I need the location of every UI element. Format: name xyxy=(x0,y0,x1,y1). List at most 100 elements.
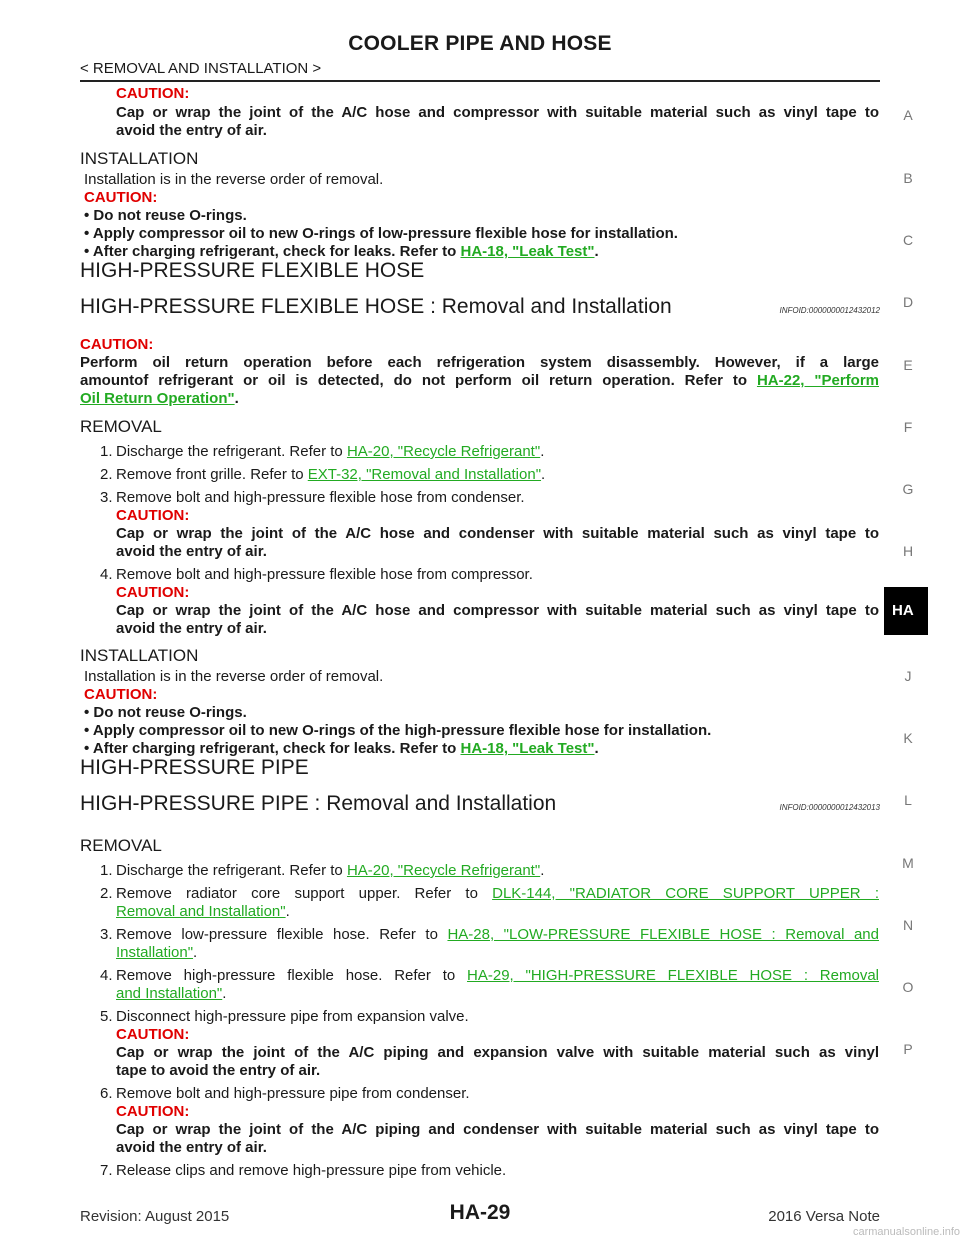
info-id: INFOID:0000000012432013 xyxy=(779,803,880,812)
caution-text: Oil Return Operation". xyxy=(80,390,239,407)
leak-test-link[interactable]: HA-18, "Leak Test" xyxy=(460,740,595,757)
breadcrumb: < REMOVAL AND INSTALLATION > xyxy=(80,60,322,77)
high-pressure-hose-link[interactable]: HA-29, "HIGH-PRESSURE FLEXIBLE HOSE : Re… xyxy=(467,967,879,984)
step-text: Remove radiator core support upper. Refe… xyxy=(116,885,879,902)
punct: . xyxy=(222,985,227,1002)
side-tab-b[interactable]: B xyxy=(903,170,913,186)
step-text: Removal and Installation". xyxy=(116,903,290,920)
side-tab-g[interactable]: G xyxy=(902,481,914,497)
step-text: Remove bolt and high-pressure flexible h… xyxy=(116,489,525,506)
high-pressure-hose-link[interactable]: and Installation" xyxy=(116,985,223,1002)
caution-label: CAUTION: xyxy=(116,1103,190,1120)
punct: . xyxy=(540,443,545,460)
oil-return-link[interactable]: Oil Return Operation" xyxy=(80,390,235,407)
caution-text: Cap or wrap the joint of the A/C hose an… xyxy=(116,104,879,121)
bullet-item: • Do not reuse O-rings. xyxy=(84,207,247,224)
step-text: Discharge the refrigerant. Refer to HA-2… xyxy=(116,862,544,879)
bullet-item: • After charging refrigerant, check for … xyxy=(84,740,599,757)
caution-label: CAUTION: xyxy=(84,686,158,703)
step-text: and Installation". xyxy=(116,985,226,1002)
step-number: 5. xyxy=(100,1008,113,1025)
step-text: Remove low-pressure flexible hose. Refer… xyxy=(116,926,879,943)
step-text: Release clips and remove high-pressure p… xyxy=(116,1162,507,1179)
caution-text: Cap or wrap the joint of the A/C piping … xyxy=(116,1121,879,1138)
step-text-part: Discharge the refrigerant. Refer to xyxy=(116,862,347,879)
leak-test-link[interactable]: HA-18, "Leak Test" xyxy=(460,243,595,260)
caution-text: Cap or wrap the joint of the A/C hose an… xyxy=(116,525,879,542)
bullet-item: • Apply compressor oil to new O-rings of… xyxy=(84,722,712,739)
punct: . xyxy=(285,903,290,920)
model-year: 2016 Versa Note xyxy=(768,1208,880,1225)
recycle-refrigerant-link[interactable]: HA-20, "Recycle Refrigerant" xyxy=(346,862,541,879)
bullet-item: • Apply compressor oil to new O-rings of… xyxy=(84,225,678,242)
caution-text: avoid the entry of air. xyxy=(116,620,267,637)
step-text: Remove front grille. Refer to EXT-32, "R… xyxy=(116,466,545,483)
punct: . xyxy=(594,243,599,260)
recycle-refrigerant-link[interactable]: HA-20, "Recycle Refrigerant" xyxy=(346,443,541,460)
bullet-text: Apply compressor oil to new O-rings of t… xyxy=(92,722,712,739)
side-tab-f[interactable]: F xyxy=(903,419,913,435)
step-number: 1. xyxy=(100,443,113,460)
side-tab-h[interactable]: H xyxy=(902,543,914,559)
caution-text: Cap or wrap the joint of the A/C hose an… xyxy=(116,602,879,619)
header-rule xyxy=(80,80,880,82)
step-text: Remove bolt and high-pressure pipe from … xyxy=(116,1085,470,1102)
bullet-text: Apply compressor oil to new O-rings of l… xyxy=(92,225,678,242)
caution-text-part: amountof refrigerant or oil is detected,… xyxy=(80,372,757,389)
step-number: 4. xyxy=(100,566,113,583)
caution-label: CAUTION: xyxy=(116,507,190,524)
step-text-part: Remove low-pressure flexible hose. Refer… xyxy=(116,926,448,943)
section-title: HIGH-PRESSURE FLEXIBLE HOSE xyxy=(80,259,425,282)
removal-installation-link[interactable]: EXT-32, "Removal and Installation" xyxy=(307,466,542,483)
low-pressure-hose-link[interactable]: Installation" xyxy=(116,944,194,961)
step-text-part: Remove radiator core support upper. Refe… xyxy=(116,885,493,902)
step-number: 3. xyxy=(100,489,113,506)
oil-return-link[interactable]: HA-22, "Perform xyxy=(756,372,879,389)
subsection-title: HIGH-PRESSURE FLEXIBLE HOSE : Removal an… xyxy=(80,295,672,318)
punct: . xyxy=(234,390,239,407)
caution-label: CAUTION: xyxy=(84,189,158,206)
removal-heading: REMOVAL xyxy=(80,836,162,855)
step-text-part: Remove high-pressure flexible hose. Refe… xyxy=(116,967,468,984)
section-title: HIGH-PRESSURE PIPE xyxy=(80,756,309,779)
caution-text: tape to avoid the entry of air. xyxy=(116,1062,321,1079)
step-number: 4. xyxy=(100,967,113,984)
side-tab-ha-active[interactable]: HA xyxy=(884,587,928,635)
side-tab-p[interactable]: P xyxy=(903,1041,913,1057)
caution-label: CAUTION: xyxy=(80,336,154,353)
step-number: 2. xyxy=(100,466,113,483)
step-text: Remove bolt and high-pressure flexible h… xyxy=(116,566,533,583)
side-tab-k[interactable]: K xyxy=(903,730,913,746)
step-number: 2. xyxy=(100,885,113,902)
side-tab-d[interactable]: D xyxy=(902,294,914,310)
bullet-text: Do not reuse O-rings. xyxy=(93,207,247,224)
radiator-core-support-link[interactable]: DLK-144, "RADIATOR CORE SUPPORT UPPER : xyxy=(492,885,879,902)
side-tab-j[interactable]: J xyxy=(904,668,912,684)
punct: . xyxy=(540,862,545,879)
side-tab-o[interactable]: O xyxy=(902,979,914,995)
side-tab-e[interactable]: E xyxy=(903,357,913,373)
caution-text: avoid the entry of air. xyxy=(116,543,267,560)
radiator-core-support-link[interactable]: Removal and Installation" xyxy=(116,903,286,920)
caution-text: amountof refrigerant or oil is detected,… xyxy=(80,372,879,389)
step-number: 6. xyxy=(100,1085,113,1102)
side-tab-m[interactable]: M xyxy=(902,855,914,871)
page-number: HA-29 xyxy=(449,1201,511,1224)
side-tab-l[interactable]: L xyxy=(904,792,912,808)
side-tab-n[interactable]: N xyxy=(902,917,914,933)
removal-heading: REMOVAL xyxy=(80,417,162,436)
side-tab-a[interactable]: A xyxy=(903,107,913,123)
bullet-text: Do not reuse O-rings. xyxy=(93,704,247,721)
installation-text: Installation is in the reverse order of … xyxy=(84,171,384,188)
low-pressure-hose-link[interactable]: HA-28, "LOW-PRESSURE FLEXIBLE HOSE : Rem… xyxy=(447,926,879,943)
caution-label: CAUTION: xyxy=(116,85,190,102)
side-tab-c[interactable]: C xyxy=(902,232,914,248)
caution-label: CAUTION: xyxy=(116,584,190,601)
installation-heading: INSTALLATION xyxy=(80,149,199,168)
step-text: Installation". xyxy=(116,944,197,961)
step-text-part: Discharge the refrigerant. Refer to xyxy=(116,443,347,460)
punct: . xyxy=(541,466,546,483)
page-title: COOLER PIPE AND HOSE xyxy=(348,32,612,55)
bullet-item: • After charging refrigerant, check for … xyxy=(84,243,599,260)
step-number: 7. xyxy=(100,1162,113,1179)
